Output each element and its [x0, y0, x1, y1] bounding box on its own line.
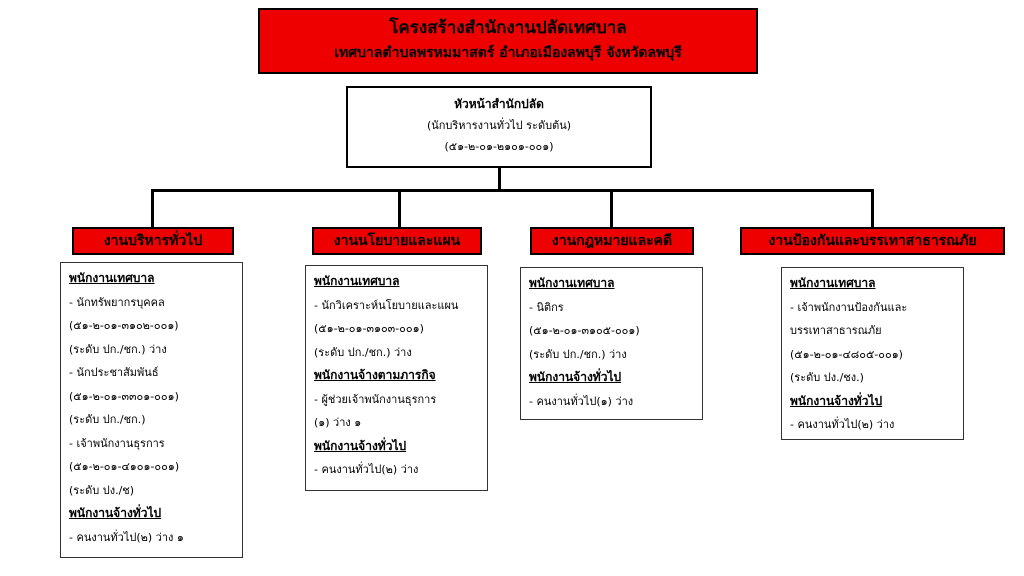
staff-position-line: - เจ้าพนักงานป้องกันและ — [790, 300, 908, 314]
staff-position-line: - ผู้ช่วยเจ้าพนักงานธุรการ — [314, 392, 437, 406]
staff-position-line: (๕๑-๒-๐๑-๓๓๐๑-๐๐๑) — [69, 389, 179, 403]
connector-head-down — [498, 168, 501, 191]
staff-position-line: (ระดับ ปก./ชก.) — [69, 413, 146, 426]
staff-group-heading: พนักงานจ้างทั่วไป — [69, 506, 162, 520]
staff-group-heading: พนักงานจ้างทั่วไป — [314, 438, 407, 453]
dept-card-disaster: พนักงานเทศบาล - เจ้าพนักงานป้องกันและบรรเ… — [781, 267, 964, 440]
connector-dept-3 — [610, 189, 613, 228]
head-subtitle: (นักบริหารงานทั่วไป ระดับต้น) — [426, 119, 572, 132]
staff-position-line: - นักประชาสัมพันธ์ — [69, 366, 159, 379]
dept-header-policy-plan: งานนโยบายและแผน — [312, 227, 482, 255]
staff-position-line: (๕๑-๒-๐๑-๓๑๐๓-๐๐๑) — [314, 322, 424, 335]
staff-position-line: (ระดับ ปก./ชก.) ว่าง — [314, 345, 412, 359]
staff-position-line: บรรเทาสาธารณภัย — [790, 324, 882, 337]
staff-group-heading: พนักงานจ้างทั่วไป — [790, 393, 883, 408]
staff-position-line: - คนงานทั่วไป(๒) ว่าง ๑ — [69, 530, 184, 544]
dept-header-disaster: งานป้องกันและบรรเทาสาธารณภัย — [740, 227, 1005, 255]
dept-card-policy-plan: พนักงานเทศบาล - นักวิเคราะห์นโยบายและแผน (… — [305, 265, 488, 491]
staff-position-line: - นิติกร — [529, 300, 564, 314]
chart-title-box: โครงสร้างสำนักงานปลัดเทศบาล เทศบาลตำบลพร… — [258, 8, 758, 74]
dept-card-legal: พนักงานเทศบาล - นิติกร (๕๑-๒-๐๑-๓๑๐๕-๐๐๑)… — [520, 267, 703, 420]
staff-position-line: - คนงานทั่วไป(๑) ว่าง — [529, 394, 634, 408]
staff-position-line: - คนงานทั่วไป(๒) ว่าง — [790, 418, 895, 431]
staff-group-heading: พนักงานจ้างทั่วไป — [529, 370, 622, 384]
head-title: หัวหน้าสำนักปลัด — [454, 97, 544, 111]
head-code: (๕๑-๒-๐๑-๒๑๐๑-๐๐๑) — [444, 140, 554, 153]
dept-card-general-admin: พนักงานเทศบาล - นักทรัพยากรบุคคล (๕๑-๒-๐๑-… — [60, 262, 243, 558]
chart-title: โครงสร้างสำนักงานปลัดเทศบาล — [389, 18, 627, 38]
staff-position-line: (๕๑-๒-๐๑-๓๑๐๕-๐๐๑) — [529, 324, 640, 337]
staff-group-heading: พนักงานเทศบาล — [314, 274, 400, 288]
head-node: หัวหน้าสำนักปลัด (นักบริหารงานทั่วไป ระด… — [346, 86, 652, 168]
staff-position-line: - เจ้าพนักงานธุรการ — [69, 436, 165, 450]
staff-position-line: - คนงานทั่วไป(๒) ว่าง — [314, 463, 419, 476]
staff-position-line: (๑) ว่าง ๑ — [314, 416, 362, 429]
connector-dept-4 — [871, 189, 874, 228]
connector-dept-2 — [398, 189, 401, 228]
staff-position-line: (ระดับ ปง./ช) — [69, 483, 135, 497]
staff-position-line: (ระดับ ปก./ชก.) ว่าง — [529, 347, 627, 361]
staff-position-line: - นักทรัพยากรบุคคล — [69, 295, 165, 309]
dept-header-general-admin: งานบริหารทั่วไป — [72, 227, 234, 255]
staff-position-line: (๕๑-๒-๐๑-๓๑๐๒-๐๐๑) — [69, 319, 179, 332]
staff-position-line: (ระดับ ปง./ชง.) — [790, 371, 864, 384]
dept-header-legal: งานกฎหมายและคดี — [530, 227, 694, 255]
staff-position-line: (ระดับ ปก./ชก.) ว่าง — [69, 342, 167, 356]
connector-horizontal — [151, 189, 874, 192]
staff-position-line: (๕๑-๒-๐๑-๔๘๐๕-๐๐๑) — [790, 347, 903, 361]
staff-position-line: (๕๑-๒-๐๑-๔๑๐๑-๐๐๑) — [69, 460, 180, 473]
staff-position-line: - นักวิเคราะห์นโยบายและแผน — [314, 298, 459, 312]
staff-group-heading: พนักงานเทศบาล — [529, 276, 615, 290]
staff-group-heading: พนักงานเทศบาล — [790, 276, 876, 290]
connector-dept-1 — [151, 189, 154, 228]
chart-subtitle: เทศบาลตำบลพรหมมาสตร์ อำเภอเมืองลพบุรี จั… — [334, 45, 682, 61]
staff-group-heading: พนักงานจ้างตามภารกิจ — [314, 368, 436, 382]
staff-group-heading: พนักงานเทศบาล — [69, 271, 155, 285]
